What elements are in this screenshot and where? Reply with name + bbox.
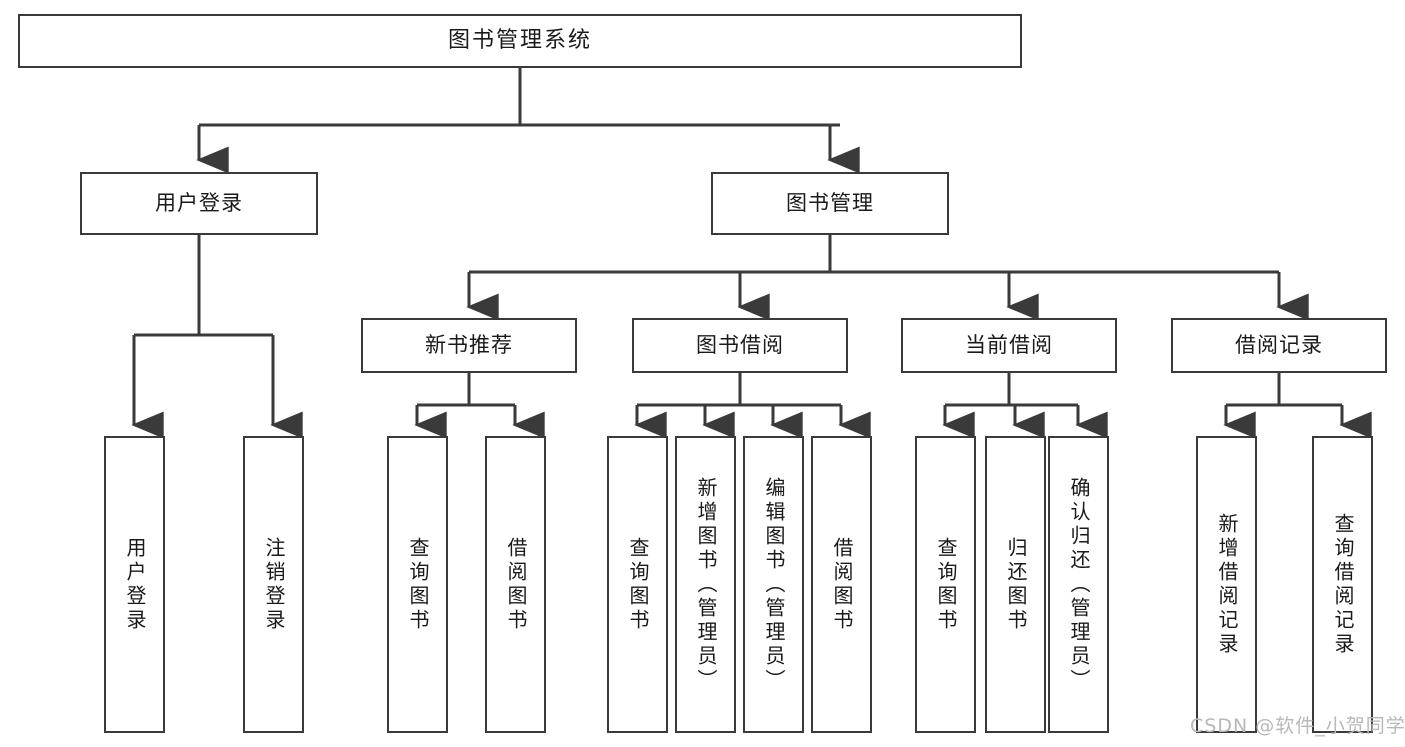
leaf-borrow-record-query[interactable]: 查询借阅记录 <box>1312 436 1373 733</box>
node-user-login[interactable]: 用户登录 <box>80 172 318 235</box>
leaf-current-borrow-query[interactable]: 查询图书 <box>915 436 976 733</box>
node-label: 借阅图书 <box>504 536 528 633</box>
node-label: 新书推荐 <box>425 332 513 357</box>
node-root-system[interactable]: 图书管理系统 <box>18 14 1022 68</box>
node-borrow-record[interactable]: 借阅记录 <box>1171 318 1387 373</box>
node-book-management[interactable]: 图书管理 <box>711 172 949 235</box>
leaf-new-book-borrow[interactable]: 借阅图书 <box>485 436 546 733</box>
node-label: 借阅记录 <box>1235 332 1323 357</box>
node-label: 查询图书 <box>934 536 958 633</box>
node-current-borrow[interactable]: 当前借阅 <box>901 318 1117 373</box>
node-label: 当前借阅 <box>965 332 1053 357</box>
node-label: 图书管理系统 <box>447 27 592 53</box>
leaf-new-book-query[interactable]: 查询图书 <box>387 436 448 733</box>
node-label: 用户登录 <box>155 190 243 215</box>
leaf-current-borrow-confirm-return[interactable]: 确认归还（管理员） <box>1048 436 1109 733</box>
leaf-book-borrow-edit[interactable]: 编辑图书（管理员） <box>743 436 804 733</box>
node-label: 查询图书 <box>626 536 650 633</box>
node-label: 借阅图书 <box>830 536 854 633</box>
node-label: 查询借阅记录 <box>1331 512 1355 657</box>
leaf-user-login-login[interactable]: 用户登录 <box>104 436 165 733</box>
node-label: 图书管理 <box>786 190 874 215</box>
leaf-book-borrow-query[interactable]: 查询图书 <box>607 436 668 733</box>
leaf-current-borrow-return[interactable]: 归还图书 <box>985 436 1046 733</box>
node-label: 编辑图书（管理员） <box>762 476 786 693</box>
node-label: 图书借阅 <box>696 332 784 357</box>
node-label: 用户登录 <box>123 536 147 633</box>
node-label: 新增借阅记录 <box>1215 512 1239 657</box>
node-book-borrow[interactable]: 图书借阅 <box>632 318 848 373</box>
leaf-borrow-record-add[interactable]: 新增借阅记录 <box>1196 436 1257 733</box>
node-label: 确认归还（管理员） <box>1067 476 1091 693</box>
leaf-user-login-logout[interactable]: 注销登录 <box>243 436 304 733</box>
leaf-book-borrow-lend[interactable]: 借阅图书 <box>811 436 872 733</box>
node-label: 注销登录 <box>262 536 286 633</box>
node-new-book-recommend[interactable]: 新书推荐 <box>361 318 577 373</box>
node-label: 新增图书（管理员） <box>694 476 718 693</box>
leaf-book-borrow-add[interactable]: 新增图书（管理员） <box>675 436 736 733</box>
watermark-text: CSDN @软件_小贺同学 <box>1190 715 1405 737</box>
node-label: 查询图书 <box>406 536 430 633</box>
node-label: 归还图书 <box>1004 536 1028 633</box>
